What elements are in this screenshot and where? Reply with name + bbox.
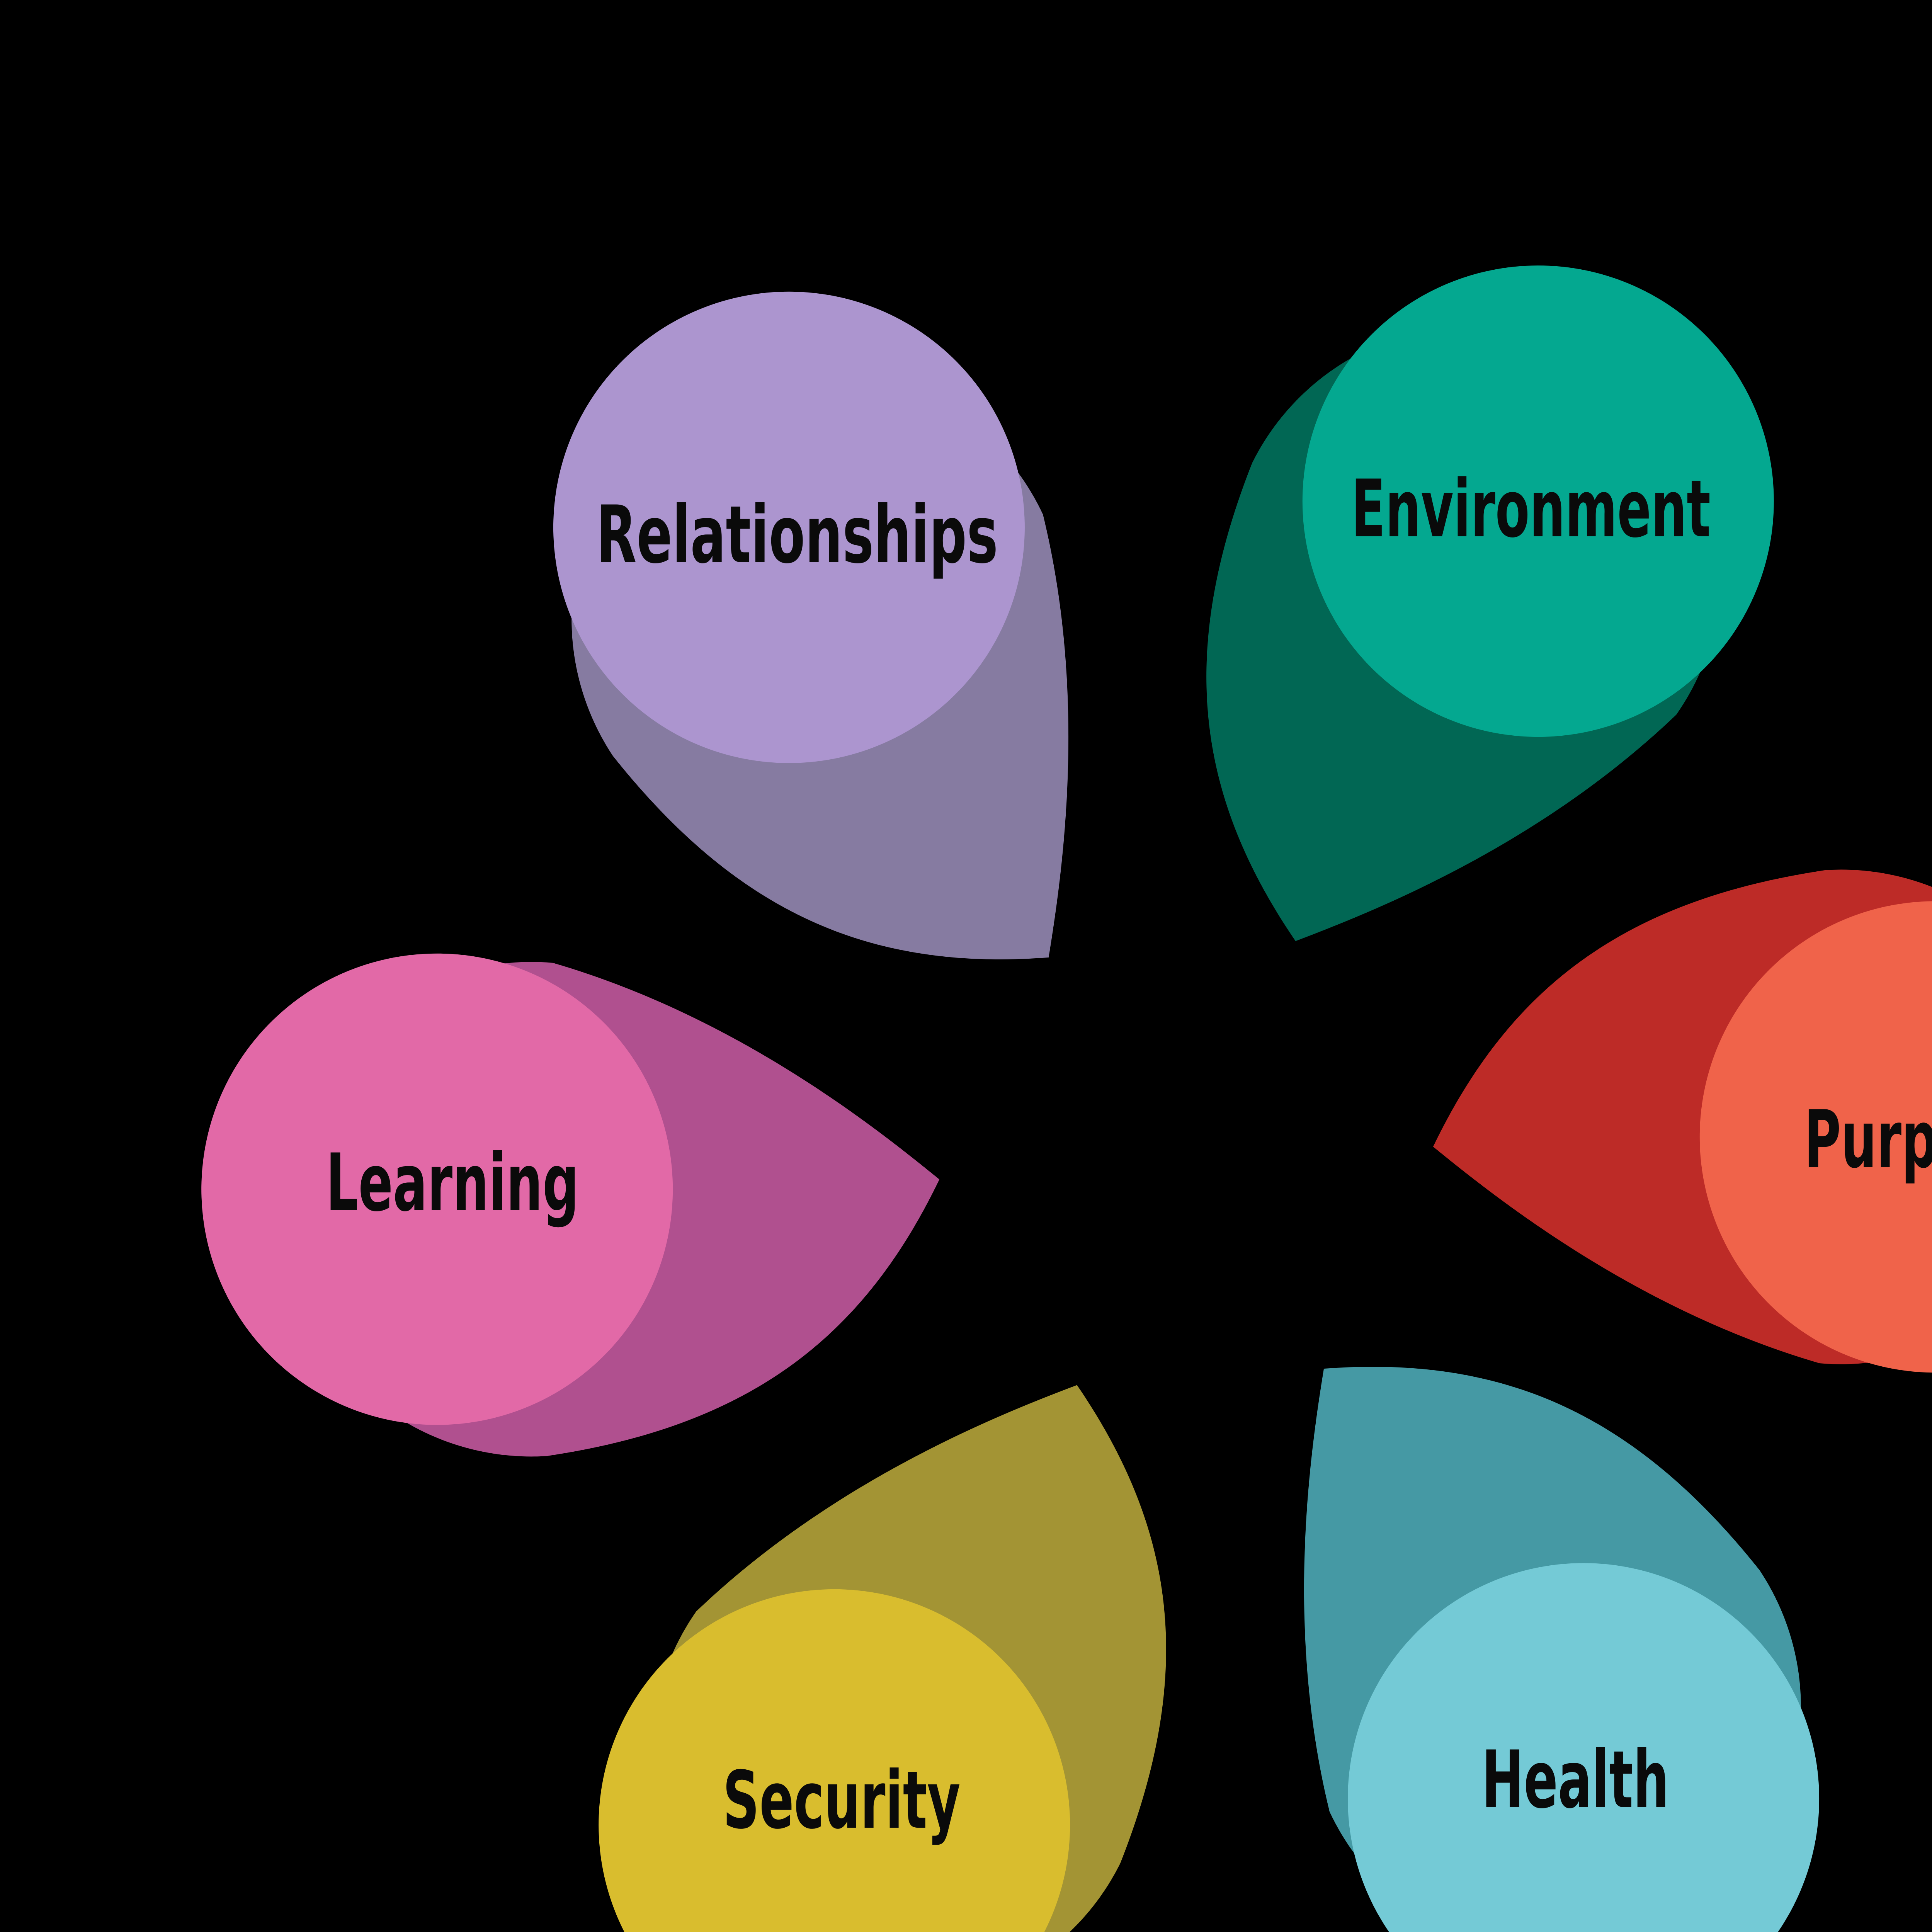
petal-health (1304, 1367, 1820, 1932)
petal-environment (1206, 265, 1774, 941)
petal-label-health: Health (1482, 1734, 1669, 1826)
petal-learning (201, 953, 940, 1457)
petal-relationships-circle (553, 291, 1025, 763)
petal-label-purpose: Purpose (1804, 1094, 1932, 1186)
petal-security (599, 1385, 1166, 1932)
petal-health-circle (1348, 1563, 1820, 1932)
petal-purpose-circle (1699, 901, 1932, 1373)
petal-purpose (1433, 869, 1932, 1373)
petal-relationships (553, 291, 1069, 959)
petal-label-relationships: Relationships (596, 489, 998, 581)
petal-environment-circle (1302, 265, 1774, 737)
petal-label-learning: Learning (326, 1137, 579, 1229)
petal-learning-circle (201, 953, 673, 1425)
petal-security-circle (599, 1589, 1070, 1932)
petal-label-security: Security (723, 1755, 961, 1847)
petal-label-environment: Environment (1351, 463, 1711, 555)
